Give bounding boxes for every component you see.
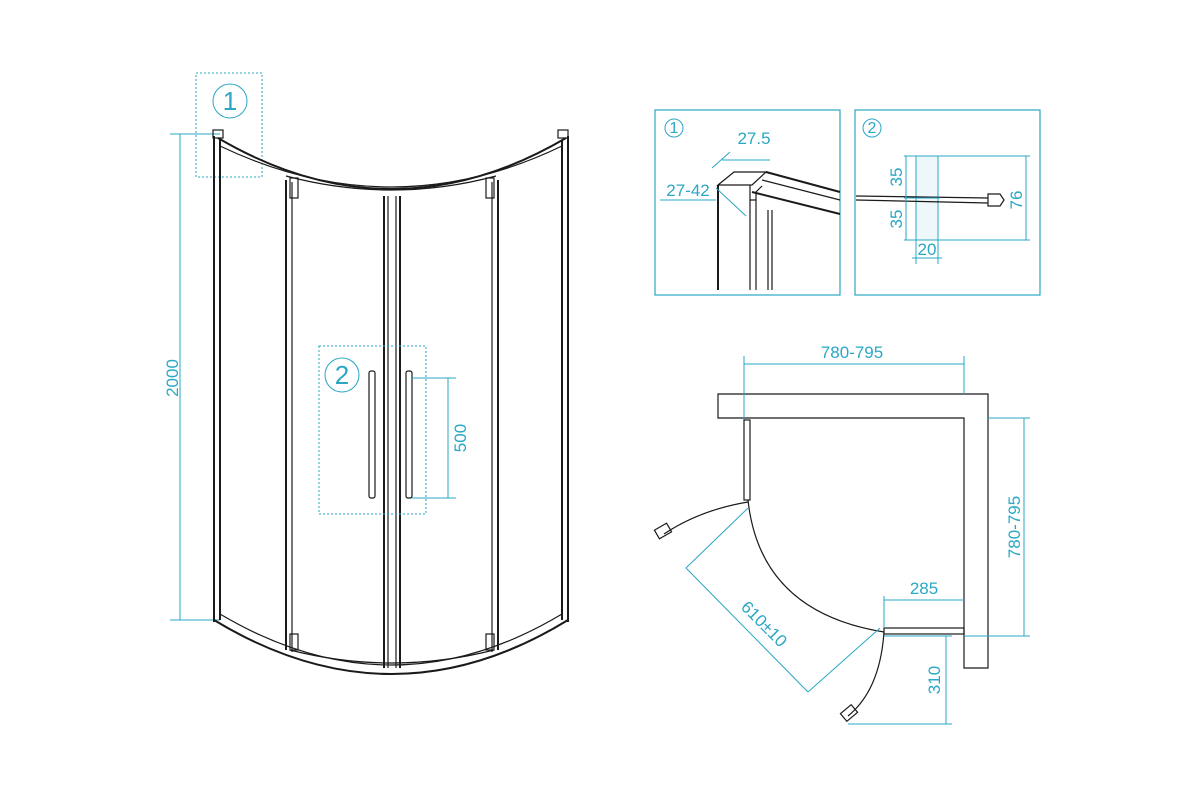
left-handle	[368, 370, 376, 499]
top-rail-outer	[217, 137, 567, 190]
callout-2-region	[318, 345, 427, 515]
detail-1-dim-a-ext	[711, 151, 731, 169]
plan-left-door-open	[663, 501, 749, 535]
right-top-roller	[485, 177, 495, 199]
right-bottom-roller	[485, 633, 495, 651]
detail-1: 1 27.5 27-42	[654, 109, 841, 296]
detail-2-knob	[987, 193, 1005, 207]
left-top-roller	[289, 177, 299, 199]
plan-entry-label: 610±10	[737, 597, 790, 650]
plan-width-label: 780-795	[821, 343, 883, 362]
detail-2-circle	[862, 118, 882, 138]
detail-1-adjustment: 27-42	[666, 181, 709, 200]
plan-entry-ext-b	[807, 627, 881, 693]
plan-view: 780-795 780-795 610±10 285 310	[653, 343, 1030, 725]
detail-1-circle	[664, 118, 684, 138]
detail-1-rail-mid	[761, 179, 841, 201]
plan-bottom-door-open	[847, 631, 885, 717]
top-rail-inner	[219, 145, 563, 188]
bottom-rail-inner	[219, 613, 563, 666]
bottom-rail-door	[289, 649, 495, 664]
detail-2-lower-offset: 35	[887, 210, 906, 229]
detail-2-upper-offset: 35	[887, 168, 906, 187]
plan-entry-line	[685, 567, 809, 693]
plan-285-label: 285	[910, 579, 938, 598]
detail-1-box	[654, 109, 841, 296]
callout-2-circle	[324, 357, 360, 393]
callout-2-label: 2	[335, 360, 349, 390]
detail-1-profile-width: 27.5	[737, 129, 770, 148]
detail-2-number: 2	[868, 120, 877, 137]
handle-dim-label: 500	[451, 424, 470, 452]
detail-1-clip	[749, 185, 763, 201]
left-bottom-roller	[289, 633, 299, 651]
plan-bottom-fixed-panel	[883, 627, 965, 635]
detail-2-glass-line-a	[855, 195, 989, 199]
front-view: 1 2000	[163, 72, 569, 675]
detail-1-rail-top	[765, 171, 841, 193]
height-dim-label: 2000	[163, 359, 182, 397]
detail-2-glass-line-b	[855, 199, 989, 204]
plan-310-label: 310	[925, 666, 944, 694]
callout-1-region	[195, 72, 263, 178]
detail-1-number: 1	[670, 120, 679, 137]
plan-left-fixed-panel	[743, 419, 751, 501]
plan-depth-label: 780-795	[1005, 496, 1024, 558]
detail-1-rail-bottom	[751, 191, 841, 215]
plan-entry-ext-a	[685, 507, 749, 569]
bottom-rail-outer	[213, 619, 569, 675]
top-rail-door	[285, 175, 497, 191]
detail-2: 2 35 35 76 20	[854, 109, 1041, 296]
right-handle	[405, 370, 413, 499]
detail-1-dim-b-ext	[715, 187, 747, 217]
right-post-cap	[557, 129, 569, 139]
callout-1-label: 1	[223, 86, 237, 116]
plan-wall	[717, 393, 989, 669]
detail-2-total: 76	[1007, 191, 1026, 210]
detail-2-width: 20	[918, 240, 937, 259]
plan-left-door-handle	[653, 522, 673, 540]
plan-curved-arc	[747, 499, 885, 633]
callout-1-circle	[212, 83, 248, 119]
plan-bottom-door-handle	[839, 703, 859, 723]
